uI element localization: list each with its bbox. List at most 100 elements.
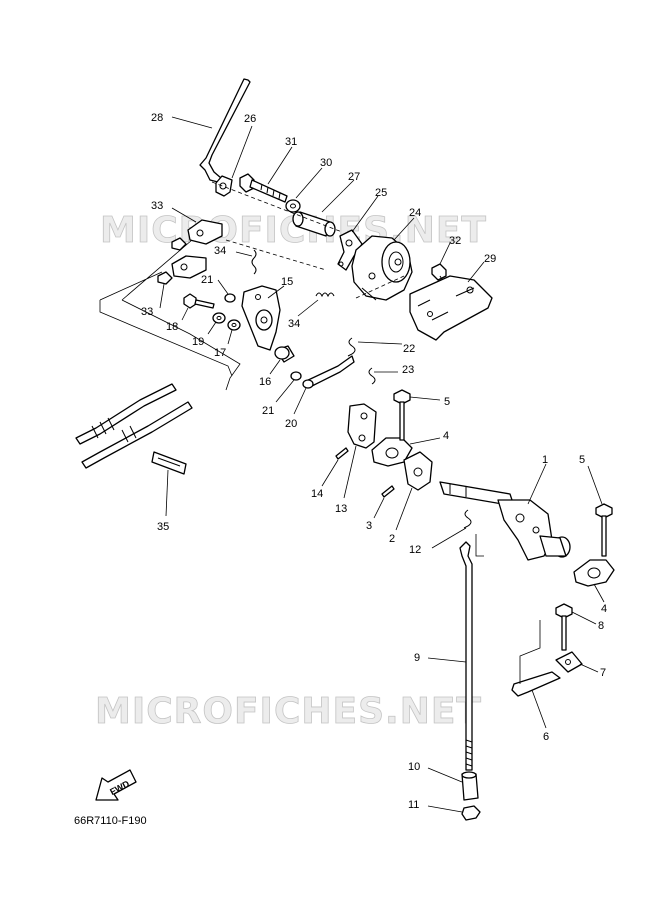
svg-text:33: 33: [141, 306, 153, 318]
part-8-bolt: [555, 603, 573, 651]
callout-11: 11: [408, 799, 463, 813]
callout-13: 13: [335, 445, 357, 515]
callout-24: 24: [393, 207, 421, 241]
callout-15: 15: [267, 276, 293, 299]
part-14-pin: [335, 447, 349, 460]
callout-1: 1: [527, 454, 548, 505]
svg-text:10: 10: [408, 761, 420, 773]
part-13-shift-lever: [347, 403, 377, 449]
part-17-washer: [227, 319, 241, 331]
callout-12: 12: [409, 527, 467, 556]
callout-30: 30: [295, 157, 332, 199]
part-18-bolt: [183, 293, 215, 309]
callout-32: 32: [439, 235, 461, 265]
part-31-bolt: [239, 173, 288, 203]
svg-text:28: 28: [151, 112, 163, 124]
svg-text:14: 14: [311, 488, 323, 500]
callout-4-upper: 4: [409, 430, 449, 445]
svg-text:17: 17: [214, 347, 226, 359]
svg-text:1: 1: [542, 454, 548, 466]
part-3-pin: [381, 485, 395, 498]
part-12-clip: [463, 509, 472, 529]
svg-text:11: 11: [408, 799, 419, 811]
part-25-plate: [337, 229, 363, 271]
svg-text:4: 4: [601, 603, 607, 615]
svg-text:7: 7: [600, 667, 606, 679]
part-6-bracket: [511, 671, 561, 697]
svg-text:18: 18: [166, 321, 178, 333]
part-22-clip: [347, 337, 356, 357]
svg-text:20: 20: [285, 418, 297, 430]
svg-text:32: 32: [449, 235, 461, 247]
svg-text:25: 25: [375, 187, 387, 199]
callout-4-lower: 4: [593, 583, 607, 615]
svg-text:34: 34: [288, 318, 300, 330]
callout-26: 26: [231, 113, 256, 179]
callout-31: 31: [267, 136, 297, 185]
svg-text:21: 21: [201, 274, 213, 286]
callout-18: 18: [166, 307, 189, 333]
svg-text:26: 26: [244, 113, 256, 125]
svg-text:16: 16: [259, 376, 271, 388]
part-7-plate: [555, 651, 583, 673]
svg-text:15: 15: [281, 276, 293, 288]
callout-21-upper: 21: [201, 274, 229, 295]
fwd-arrow-icon: FWD: [95, 769, 137, 801]
part-30-washer: [285, 199, 301, 213]
callout-35: 35: [157, 469, 169, 533]
part-15-lever: [241, 285, 281, 351]
callout-23: 23: [374, 364, 414, 376]
part-2-cam: [403, 451, 433, 491]
svg-text:2: 2: [389, 533, 395, 545]
svg-text:21: 21: [262, 405, 274, 417]
svg-text:13: 13: [335, 503, 347, 515]
callout-25: 25: [351, 187, 387, 233]
callout-5-lower: 5: [579, 454, 603, 505]
callout-19: 19: [192, 321, 217, 348]
part-16-bushing: [274, 345, 295, 363]
part-28-rod: [199, 78, 251, 183]
svg-text:19: 19: [192, 336, 204, 348]
part-26-clip: [215, 175, 233, 197]
part-1-shift-shaft: [439, 481, 571, 561]
callout-14: 14: [311, 459, 339, 500]
part-35-label: [151, 451, 187, 475]
part-23-clip: [368, 367, 376, 385]
part-29-bracket: [409, 275, 493, 341]
svg-text:24: 24: [409, 207, 421, 219]
callout-34-lower: 34: [288, 299, 319, 330]
drawing-code: 66R7110-F190: [74, 815, 147, 827]
part-20-link-rod: [302, 355, 355, 389]
part-21-washer-lower: [290, 371, 302, 381]
part-34-spring-lower: [315, 292, 335, 298]
callout-2: 2: [389, 487, 413, 545]
callout-9: 9: [414, 652, 467, 664]
remote-control-cables: [75, 383, 193, 469]
svg-text:9: 9: [414, 652, 420, 664]
callout-5-upper: 5: [409, 396, 450, 408]
svg-text:35: 35: [157, 521, 169, 533]
svg-text:4: 4: [443, 430, 449, 442]
callout-16: 16: [259, 359, 281, 388]
part-19-washer: [212, 312, 226, 324]
callout-34-upper: 34: [214, 245, 253, 257]
part-5-bolt-upper: [393, 389, 411, 441]
callout-29: 29: [467, 253, 496, 283]
callout-8: 8: [571, 611, 604, 632]
callout-22: 22: [357, 341, 415, 355]
callout-33-lower: 33: [141, 283, 165, 318]
part-4-clamp-lower: [573, 559, 615, 587]
callout-33-upper: 33: [151, 200, 197, 223]
part-34-spring-upper: [251, 249, 257, 275]
svg-text:5: 5: [444, 396, 450, 408]
svg-text:6: 6: [543, 731, 549, 743]
part-33-rod-end-upper: [171, 219, 223, 251]
callout-20: 20: [285, 387, 307, 430]
callout-21-lower: 21: [262, 379, 295, 417]
svg-text:23: 23: [402, 364, 414, 376]
part-5-bolt-lower: [595, 503, 613, 557]
callout-6: 6: [531, 689, 549, 743]
part-11-nut: [461, 805, 481, 821]
callout-17: 17: [214, 329, 233, 359]
